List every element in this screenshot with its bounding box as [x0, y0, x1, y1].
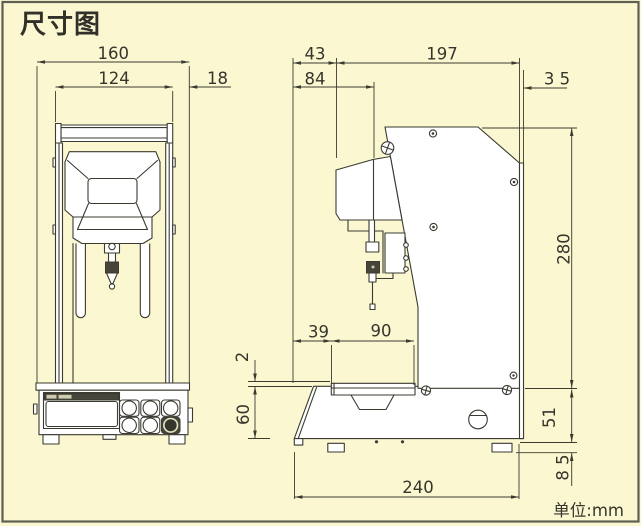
dim-column-height: 280 [554, 233, 573, 265]
panel-button-power [163, 417, 179, 433]
dimension-annotations: 160 124 18 43 197 84 3 5 39 90 2 60 280 … [36, 44, 577, 499]
left-side-tab [32, 403, 38, 415]
body-screws [380, 129, 519, 396]
dim-head-to-rear: 197 [426, 45, 458, 64]
panel-button [162, 400, 179, 416]
front-top-bar [54, 122, 174, 144]
panel-label-strip [44, 393, 119, 401]
dim-overall-depth: 240 [402, 478, 434, 497]
page-title: 尺寸图 [20, 10, 101, 40]
front-center-tab [102, 434, 117, 440]
dim-upper-frame-width: 124 [98, 69, 130, 88]
guide-rails [75, 243, 151, 319]
side-front-foot [327, 442, 345, 453]
side-head [335, 155, 409, 311]
dim-base-rear-height: 51 [540, 407, 559, 428]
panel-button [142, 400, 159, 416]
side-view-drawing [293, 126, 525, 453]
dim-side-offset: 18 [207, 69, 228, 88]
side-front-corner-foot [293, 438, 304, 446]
unit-label: 单位:mm [553, 501, 624, 520]
dim-front-to-head: 43 [305, 45, 326, 64]
table-slot [350, 394, 395, 411]
screw-icon [403, 242, 409, 248]
panel-buttons [118, 399, 181, 435]
dim-front-to-spindle: 84 [305, 70, 326, 89]
control-panel [42, 391, 181, 435]
screw-icon [403, 255, 409, 261]
work-table [330, 382, 416, 411]
front-left-foot [42, 434, 60, 445]
dim-base-front-height: 60 [234, 404, 253, 425]
dim-table-lip: 2 [233, 352, 252, 363]
panel-button [142, 417, 159, 434]
screw-icon [403, 266, 409, 272]
side-base [293, 385, 525, 453]
clamp-knob [468, 409, 488, 430]
dim-table-setback: 39 [308, 323, 329, 342]
front-posts [52, 142, 176, 384]
front-view-drawing [32, 122, 194, 445]
front-probe [103, 242, 121, 290]
panel-button [121, 417, 137, 434]
dim-foot-height: 8 5 [553, 454, 572, 480]
dim-overall-width: 160 [98, 44, 130, 63]
front-hood [64, 151, 161, 245]
front-right-foot [168, 434, 186, 445]
side-probe [365, 219, 394, 311]
rear-panel [518, 162, 525, 440]
dim-rear-offset: 3 5 [544, 70, 570, 89]
dim-table-length: 90 [371, 322, 392, 341]
display-screen [45, 400, 119, 428]
front-base [32, 382, 194, 445]
right-side-tab [187, 407, 194, 423]
hood-screen [87, 177, 138, 205]
side-rear-foot [491, 442, 513, 453]
side-body [380, 126, 525, 440]
panel-button [121, 400, 137, 416]
